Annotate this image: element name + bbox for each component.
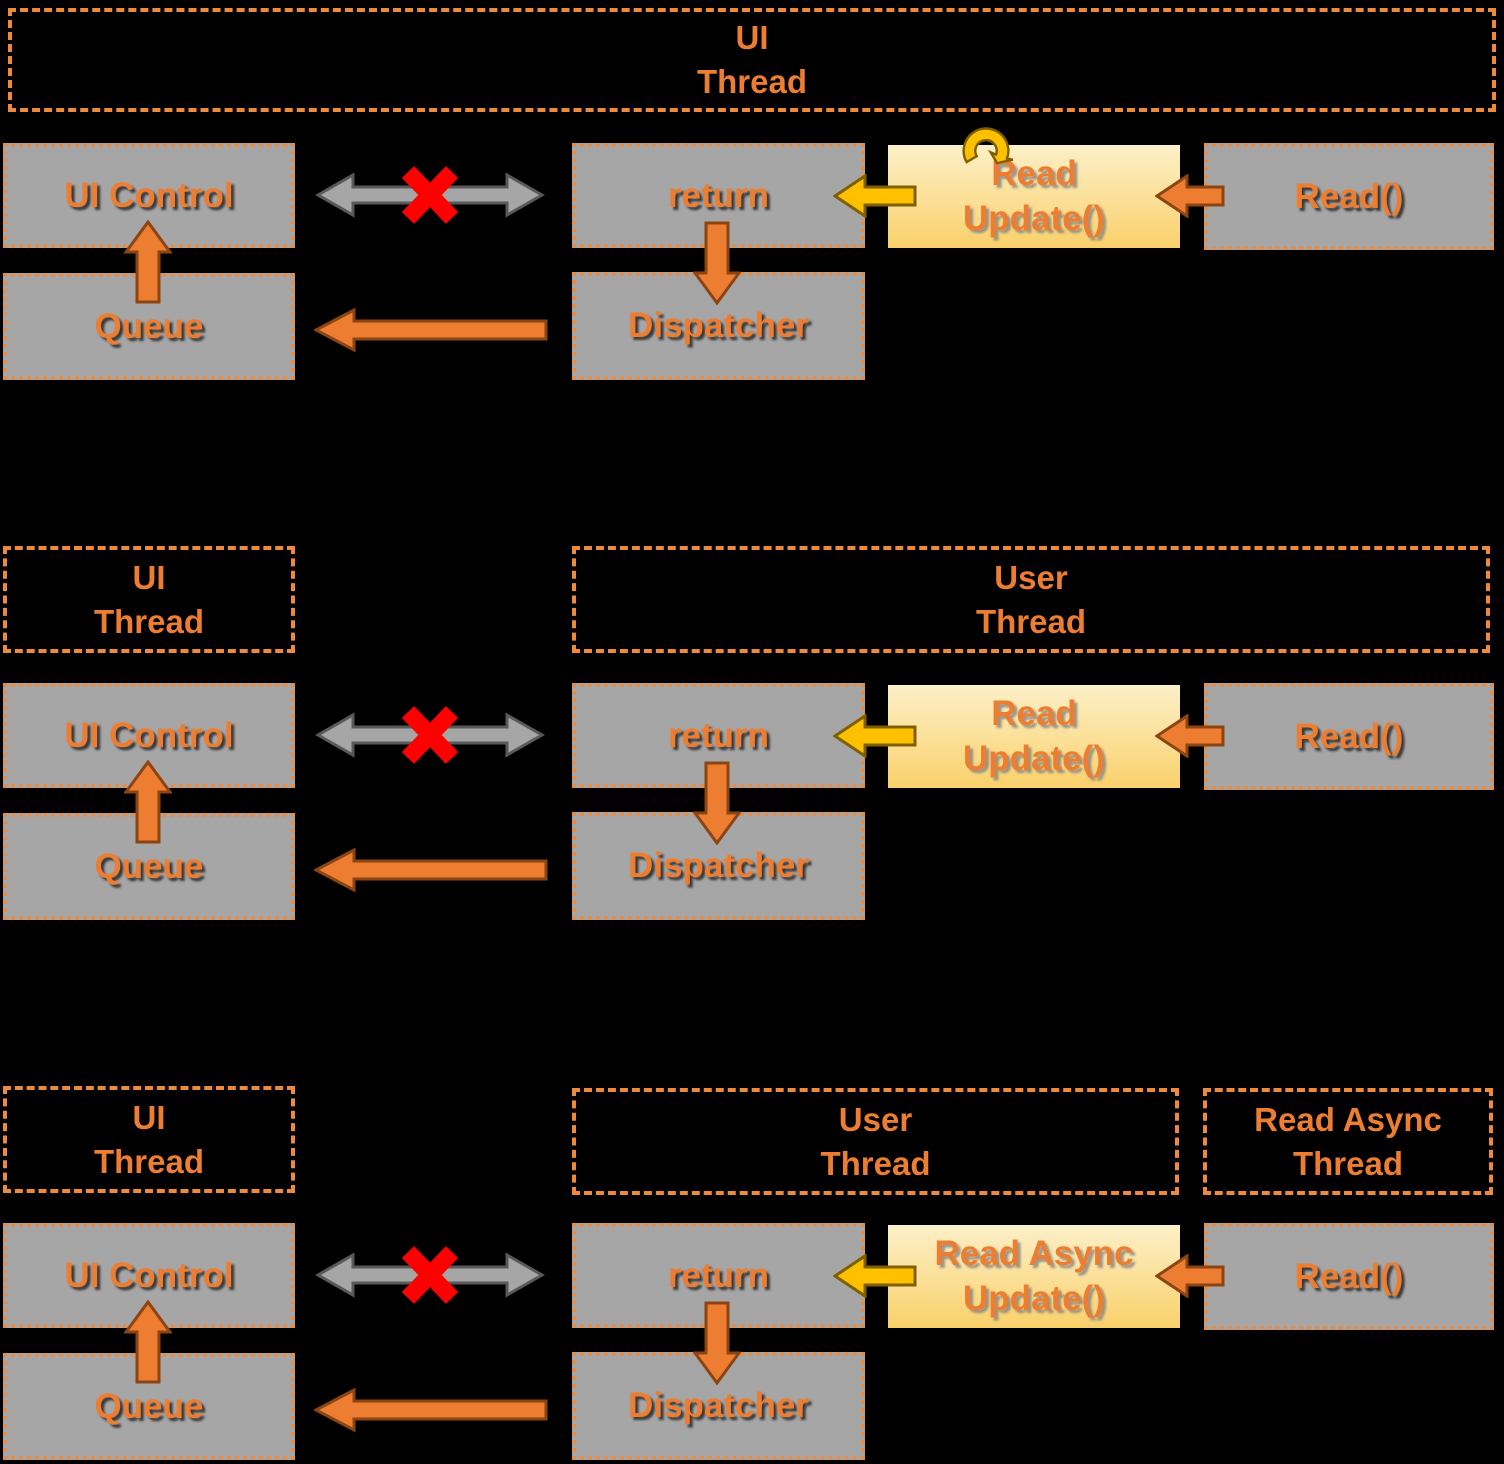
header-read-async-thread: Read Async Thread bbox=[1203, 1088, 1493, 1195]
box-ui-control: UI Control bbox=[3, 143, 295, 248]
header-line: Thread bbox=[975, 602, 1087, 640]
box-label: UI Control bbox=[64, 715, 234, 755]
dispatcher-to-queue-arrow-icon bbox=[314, 308, 548, 352]
blocked-x-icon bbox=[399, 1246, 461, 1304]
box-label: Read() bbox=[1294, 716, 1404, 756]
box-label: return bbox=[667, 1255, 770, 1295]
dispatcher-to-queue-arrow-icon bbox=[314, 848, 548, 892]
header-ui-thread: UI Thread bbox=[8, 8, 1496, 112]
box-read: Read() bbox=[1204, 1223, 1494, 1330]
box-label: Update() bbox=[963, 198, 1105, 238]
header-line: UI bbox=[735, 19, 769, 57]
read-to-update-arrow-icon bbox=[1155, 174, 1225, 218]
update-to-return-arrow-icon bbox=[833, 714, 917, 758]
blocked-x-icon bbox=[399, 166, 461, 224]
box-label: Read() bbox=[1294, 176, 1404, 216]
return-to-dispatcher-arrow-icon bbox=[693, 1301, 741, 1385]
read-to-update-arrow-icon bbox=[1155, 1254, 1225, 1298]
box-label: Dispatcher bbox=[628, 1386, 809, 1425]
return-to-dispatcher-arrow-icon bbox=[693, 221, 741, 305]
update-to-return-arrow-icon bbox=[833, 1254, 917, 1298]
box-label: return bbox=[667, 175, 770, 215]
return-to-dispatcher-arrow-icon bbox=[693, 761, 741, 845]
header-line: User bbox=[994, 558, 1068, 596]
box-dispatcher: Dispatcher bbox=[572, 272, 865, 380]
box-read-async-update: Read Async Update() bbox=[888, 1225, 1180, 1328]
box-label: Read() bbox=[1294, 1256, 1404, 1296]
header-line: Thread bbox=[696, 63, 808, 100]
box-read-update: Read Update() bbox=[888, 145, 1180, 248]
box-label: Update() bbox=[963, 1278, 1105, 1318]
box-read-update: Read Update() bbox=[888, 685, 1180, 788]
box-label: UI Control bbox=[64, 175, 234, 215]
box-label: Queue bbox=[94, 846, 204, 886]
loop-icon bbox=[948, 112, 1024, 182]
header-line: Thread bbox=[93, 602, 205, 640]
header-ui-thread: UI Thread bbox=[3, 546, 295, 653]
box-return: return bbox=[572, 683, 865, 788]
queue-to-uicontrol-arrow-icon bbox=[124, 760, 172, 844]
box-label: Update() bbox=[963, 738, 1105, 778]
box-label: UI Control bbox=[64, 1255, 234, 1295]
header-line: Read Async bbox=[1254, 1100, 1442, 1138]
header-line: Thread bbox=[820, 1144, 931, 1182]
box-label: Read bbox=[991, 694, 1077, 734]
header-line: UI bbox=[132, 558, 166, 596]
header-line: Thread bbox=[1292, 1144, 1404, 1182]
read-to-update-arrow-icon bbox=[1155, 714, 1225, 758]
dispatcher-to-queue-arrow-icon bbox=[314, 1388, 548, 1432]
queue-to-uicontrol-arrow-icon bbox=[124, 1300, 172, 1384]
header-line: Thread bbox=[93, 1142, 205, 1180]
box-label: Read Async bbox=[934, 1234, 1134, 1274]
header-line: UI bbox=[132, 1098, 166, 1136]
header-line: User bbox=[838, 1100, 913, 1138]
box-read: Read() bbox=[1204, 683, 1494, 790]
box-label: Queue bbox=[94, 1386, 204, 1426]
header-user-thread: User Thread bbox=[572, 1088, 1179, 1195]
box-read: Read() bbox=[1204, 143, 1494, 250]
header-user-thread: User Thread bbox=[572, 546, 1490, 653]
queue-to-uicontrol-arrow-icon bbox=[124, 220, 172, 304]
box-label: Dispatcher bbox=[628, 306, 809, 345]
header-ui-thread: UI Thread bbox=[3, 1086, 295, 1193]
box-label: return bbox=[667, 715, 770, 755]
update-to-return-arrow-icon bbox=[833, 174, 917, 218]
blocked-x-icon bbox=[399, 706, 461, 764]
box-label: Dispatcher bbox=[628, 846, 809, 885]
box-label: Queue bbox=[94, 306, 204, 346]
